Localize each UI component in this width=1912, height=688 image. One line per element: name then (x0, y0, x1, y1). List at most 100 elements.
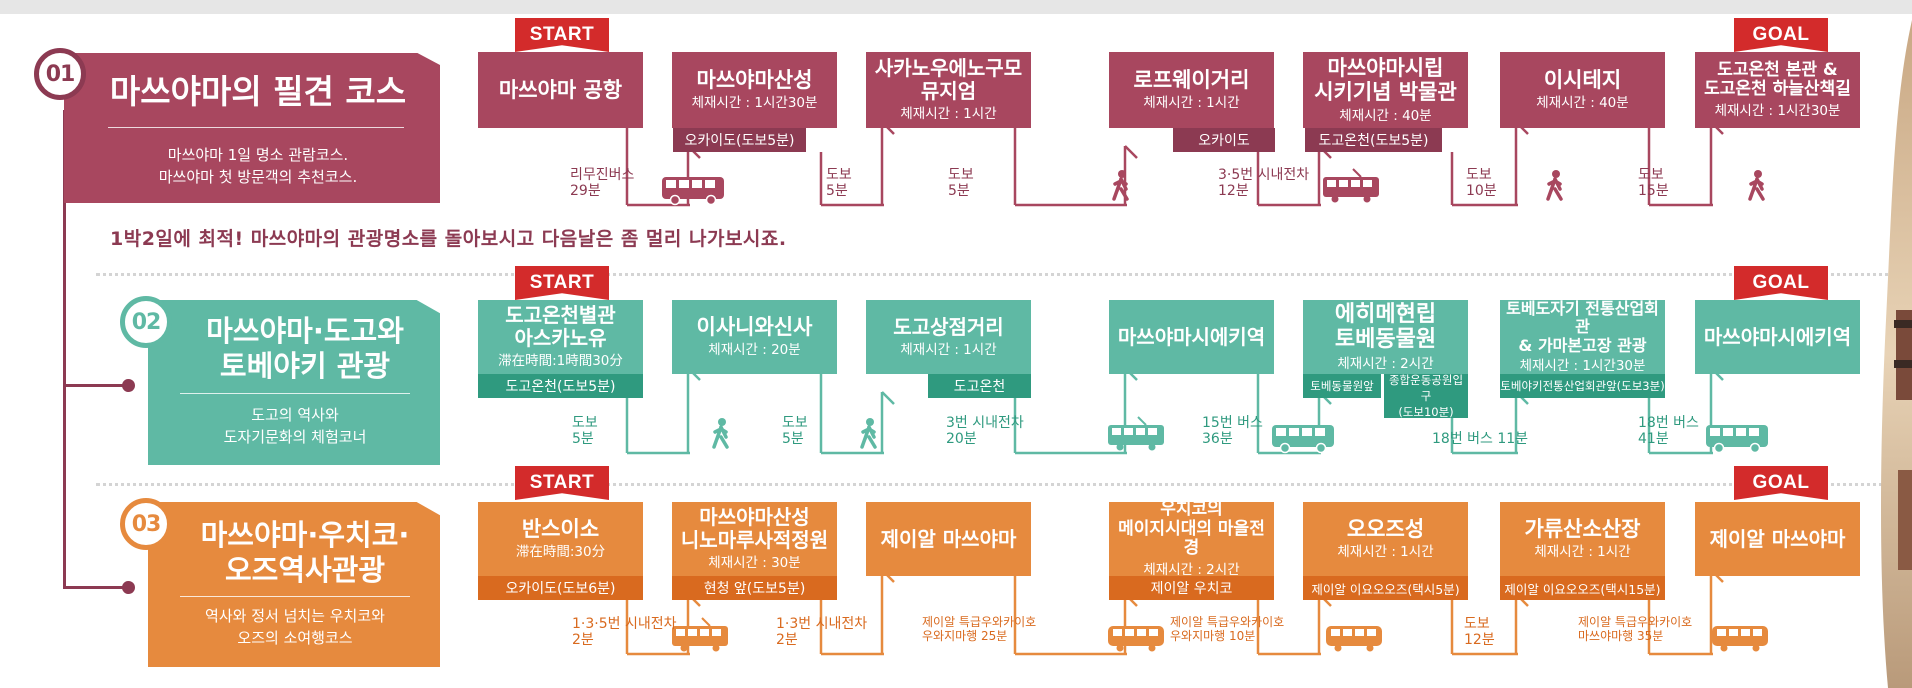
station-name: 에히메현립 (1334, 302, 1437, 328)
station-access-stop: 오카이도(도보5분) (673, 128, 806, 152)
branch-line-03 (63, 586, 128, 589)
course-02-route (881, 391, 895, 405)
segment-time: 29분 (570, 183, 601, 200)
station-name: 마쓰야마산성 (699, 505, 810, 530)
castle-photo (1881, 20, 1912, 688)
station-name: 제이알 마쓰야마 (1709, 526, 1846, 551)
segment-mode: 15번 버스 (1202, 415, 1263, 431)
course-01-desc: 마쓰야마 1일 명소 관람코스. 마쓰야마 첫 방문객의 추천코스. (98, 145, 418, 189)
walk-icon (712, 418, 729, 449)
station-stay-time: 체재시간 : 1시간 (1534, 544, 1631, 561)
segment-mode: 도보 (782, 415, 808, 431)
course-01-title: 마쓰야마의 필견 코스 (109, 72, 407, 111)
course-03-rule (180, 596, 410, 597)
course-03-desc-line1: 역사와 정서 넘치는 우치코와 (205, 607, 385, 625)
course-03-station-3[interactable]: 제이알 마쓰야마 (866, 502, 1031, 576)
station-access-stop: 토베동물원앞 (1303, 374, 1381, 398)
course-01-start-flag: START (515, 18, 609, 52)
walk-icon (1546, 170, 1563, 201)
segment-time: 12분 (1218, 183, 1249, 200)
walk-icon (860, 418, 877, 449)
branch-dot-03 (122, 581, 135, 594)
course-02-desc-line2: 도자기문화의 체험코너 (223, 427, 367, 446)
segment-time: 2분 (572, 632, 594, 649)
station-name: 사카노우에노구모 (874, 56, 1023, 81)
segment-time: 5분 (572, 431, 594, 448)
station-name: 마쓰야마 공항 (498, 77, 623, 102)
segment-mode: 제이알 특급우와카이호 (1578, 615, 1693, 629)
tagline: 1박2일에 최적! 마쓰야마의 관광명소를 돌아보시고 다음날은 좀 멀리 나가… (110, 228, 787, 250)
station-name: 토베도자기 전통산업회관 (1506, 298, 1659, 337)
tram-icon (672, 617, 728, 652)
course-connector-line (63, 110, 66, 588)
station-stay-time: 滞在時間:1時間30分 (498, 353, 623, 370)
station-stay-time: 체재시간 : 2시간 (1337, 355, 1434, 372)
course-02-title-line1: 마쓰야마·도고와 (206, 314, 404, 348)
course-01-number: 01 (34, 48, 86, 100)
course-02-segment-5: 18번 버스 11분 (1432, 431, 1528, 447)
course-02-station-4[interactable]: 마쓰야마시에키역 (1109, 300, 1274, 374)
station-name-line2: 아스카노유 (514, 326, 607, 351)
course-01-station-1[interactable]: 마쓰야마 공항 (478, 52, 643, 128)
bus-icon (1706, 425, 1768, 454)
station-name: 이시테지 (1543, 68, 1622, 93)
station-name: 마쓰야마시에키역 (1703, 324, 1852, 349)
course-01-rule (108, 127, 404, 128)
segment-mode: 리무진버스 (570, 167, 635, 183)
segment-time: 12분 (1464, 632, 1495, 649)
station-name-line2: 뮤지엄 (920, 79, 977, 104)
station-access-stop-2: 종합운동공원입구(도보10분) (1384, 373, 1468, 419)
top-bar (0, 0, 1912, 14)
segment-mode: 1·3번 시내전차 (776, 616, 868, 632)
segment-mode: 18번 버스 11분 (1432, 431, 1529, 447)
station-name: 마쓰야마산성 (696, 68, 813, 93)
segment-time: 15분 (1638, 183, 1669, 200)
course-01-panel (64, 53, 440, 203)
station-name: 이사니와신사 (696, 315, 813, 340)
course-03-panel (148, 502, 440, 667)
separator-1 (96, 273, 1896, 276)
train-icon (1108, 626, 1164, 652)
station-stay-time: 체재시간 : 20분 (708, 342, 801, 359)
course-03-desc-line2: 오즈의 소여행코스 (237, 628, 353, 647)
course-02-station-7[interactable]: 마쓰야마시에키역 (1695, 300, 1860, 374)
station-name: 마쓰야마시에키역 (1117, 324, 1266, 349)
segment-time: 마쓰야마행 35분 (1578, 628, 1664, 643)
course-03-goal-flag: GOAL (1734, 466, 1828, 500)
segment-mode: 3·5번 시내전차 (1218, 167, 1310, 183)
course-03-title-line1: 마쓰야마·우치코· (200, 518, 410, 552)
station-access-stop: 오카이도(도보6분) (478, 576, 643, 600)
segment-time: 2분 (776, 632, 798, 649)
course-03-station-7[interactable]: 제이알 마쓰야마 (1695, 502, 1860, 576)
station-stay-time: 체재시간 : 1시간30분 (1519, 358, 1646, 374)
station-stay-time: 체재시간 : 1시간 (900, 341, 997, 358)
segment-time: 우와지마행 25분 (922, 628, 1008, 643)
segment-time: 5분 (948, 183, 970, 200)
access-line2: (도보10분) (1398, 405, 1454, 419)
segment-mode: 도보 (1466, 167, 1492, 183)
station-stay-time: 체재시간 : 1시간30분 (1714, 102, 1841, 119)
segment-time: 41분 (1638, 431, 1669, 448)
